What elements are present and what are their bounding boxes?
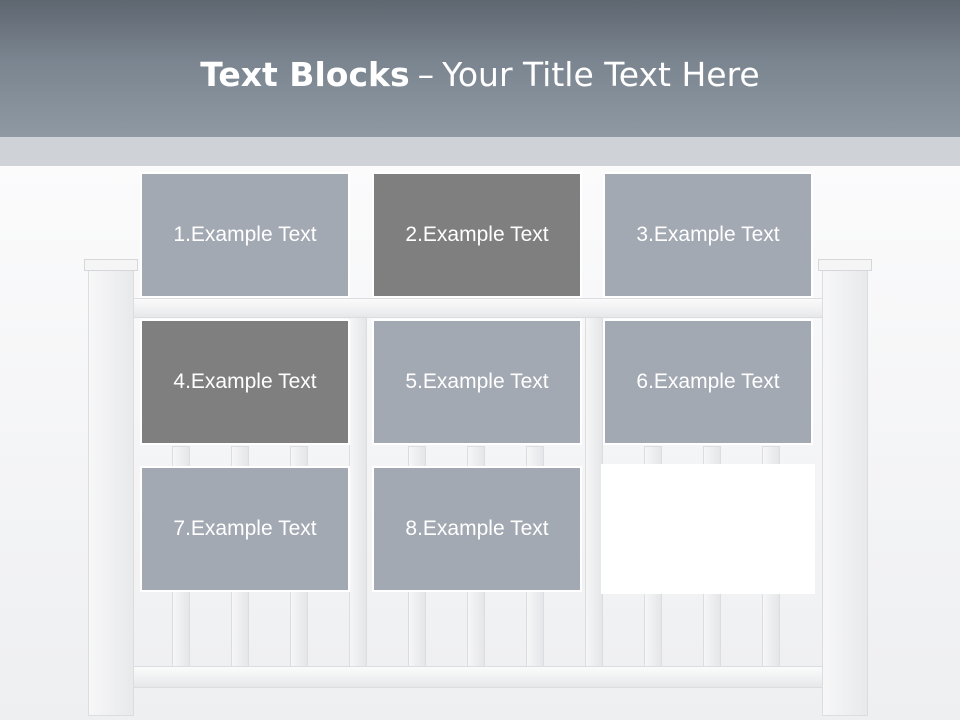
text-block-3: 3.Example Text — [603, 172, 813, 298]
text-block-6: 6.Example Text — [603, 319, 813, 445]
text-block-2: 2.Example Text — [372, 172, 582, 298]
slide-title: Text Blocks–Your Title Text Here — [0, 52, 960, 98]
text-block-label: 2.Example Text — [405, 223, 549, 246]
text-block-label: 3.Example Text — [636, 223, 780, 246]
fence-support — [349, 300, 367, 668]
empty-block — [601, 464, 815, 594]
title-bar — [0, 0, 960, 137]
text-block-label: 5.Example Text — [405, 370, 549, 393]
text-block-1: 1.Example Text — [140, 172, 350, 298]
text-block-label: 6.Example Text — [636, 370, 780, 393]
text-block-label: 4.Example Text — [173, 370, 317, 393]
fence-post-cap-right — [818, 259, 872, 271]
text-block-label: 1.Example Text — [173, 223, 317, 246]
title-rest: Your Title Text Here — [442, 55, 760, 94]
text-block-label: 8.Example Text — [405, 517, 549, 540]
fence-top-rail — [124, 298, 832, 318]
text-block-label: 7.Example Text — [173, 517, 317, 540]
text-block-4: 4.Example Text — [140, 319, 350, 445]
text-block-5: 5.Example Text — [372, 319, 582, 445]
title-underband — [0, 137, 960, 166]
fence-post-right — [822, 268, 868, 716]
fence-post-left — [88, 268, 134, 716]
fence-post-cap-left — [84, 259, 138, 271]
text-block-8: 8.Example Text — [372, 466, 582, 592]
title-bold: Text Blocks — [200, 55, 410, 94]
text-block-7: 7.Example Text — [140, 466, 350, 592]
title-separator: – — [417, 55, 435, 94]
fence-bottom-rail — [124, 666, 832, 688]
